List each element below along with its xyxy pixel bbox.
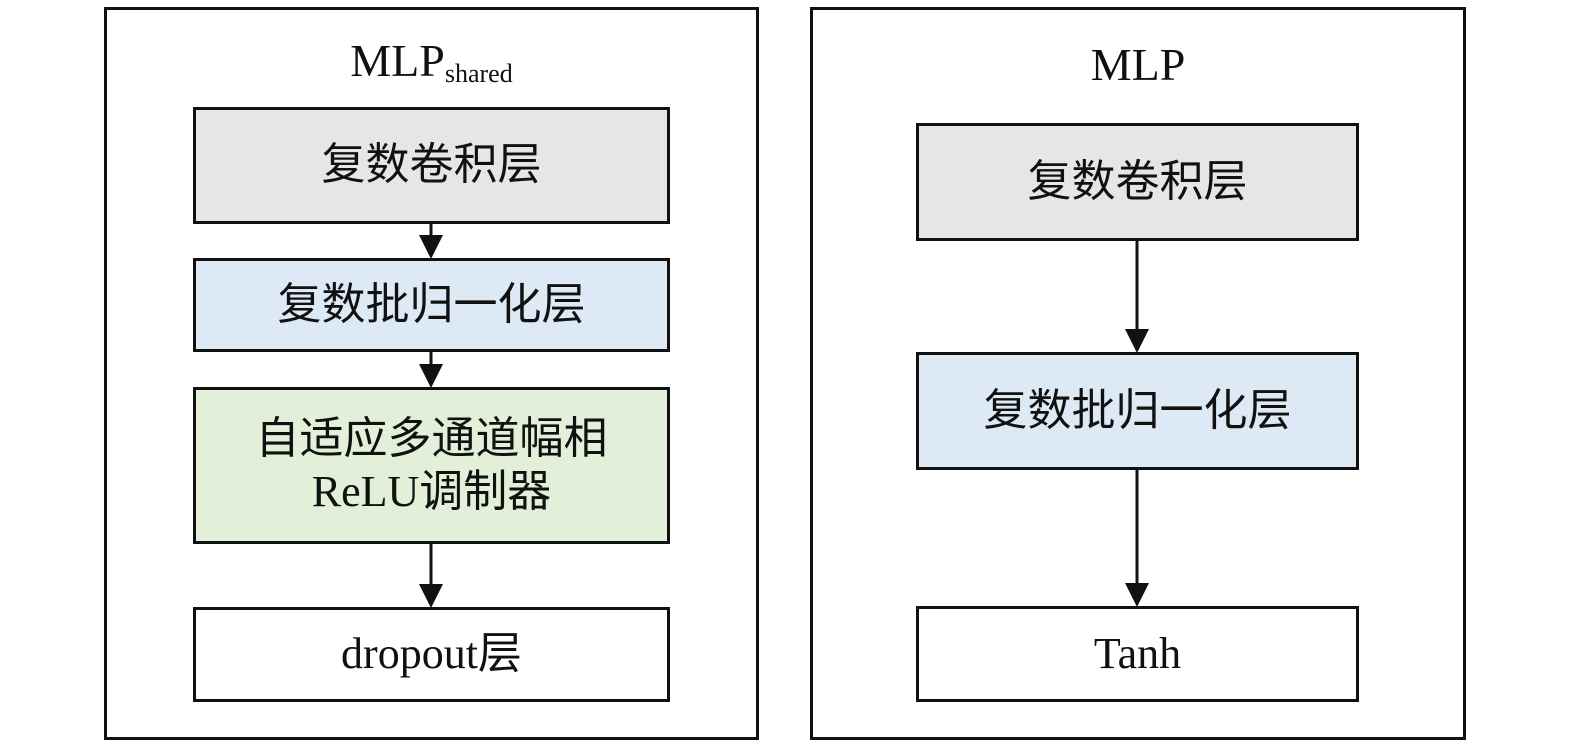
mlp-shared-title: MLPshared: [104, 38, 759, 87]
complex-conv-layer-box: 复数卷积层: [193, 107, 670, 224]
block-label-line1: 自适应多通道幅相: [255, 413, 608, 463]
dropout-layer-box: dropout层: [193, 607, 670, 702]
complex-bn-layer-box: 复数批归一化层: [916, 352, 1359, 470]
block-label: dropout层: [341, 629, 522, 679]
block-label: 复数批归一化层: [277, 279, 586, 329]
title-main: MLP: [350, 35, 445, 86]
block-label: 复数卷积层: [1027, 156, 1248, 206]
tanh-box: Tanh: [916, 606, 1359, 702]
block-label: 复数批归一化层: [983, 385, 1292, 435]
adaptive-relu-modulator-box: 自适应多通道幅相 ReLU调制器: [193, 387, 670, 544]
title-subscript: shared: [444, 59, 513, 88]
complex-bn-layer-box: 复数批归一化层: [193, 258, 670, 352]
mlp-title: MLP: [810, 42, 1466, 88]
title-main: MLP: [1090, 39, 1186, 90]
mlp-panel: [810, 7, 1466, 740]
block-label: Tanh: [1093, 628, 1182, 678]
block-label-line2: ReLU调制器: [311, 466, 552, 516]
complex-conv-layer-box: 复数卷积层: [916, 123, 1359, 241]
block-label: 复数卷积层: [321, 140, 542, 190]
mlp-shared-panel: [104, 7, 759, 740]
